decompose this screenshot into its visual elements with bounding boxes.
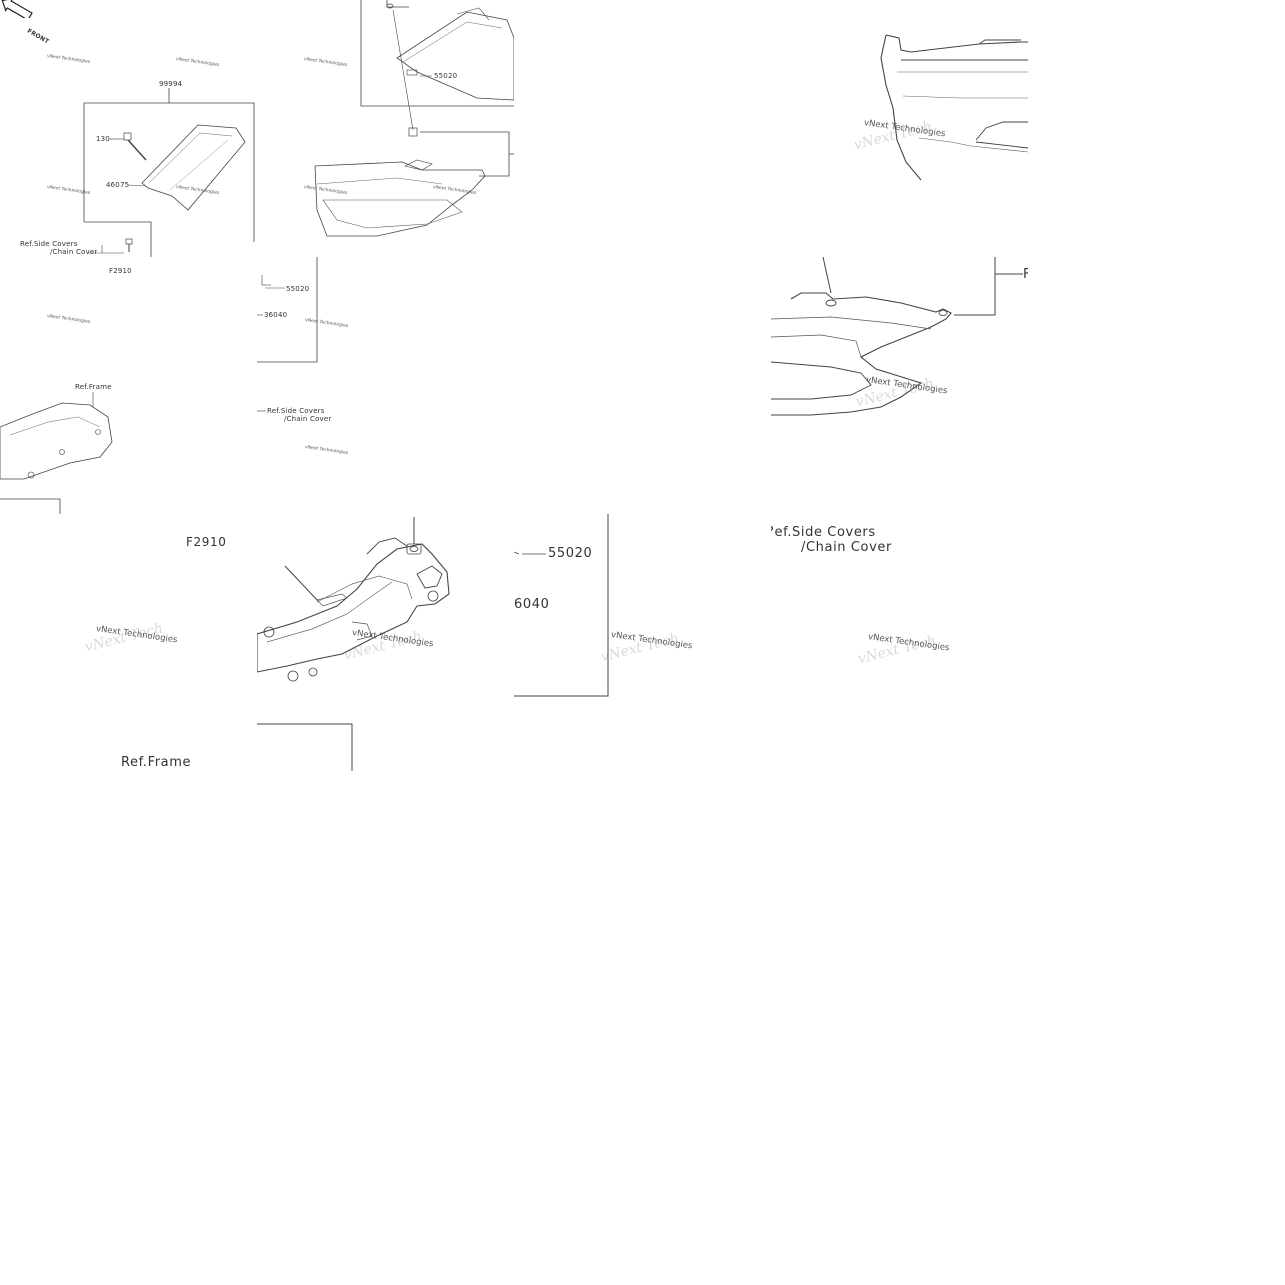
label-55020-mid: 55020 — [286, 285, 310, 293]
diagram-tile-zoom-frame: vNext Tech vNext Technologies — [257, 514, 514, 771]
seat-cowl-drawing — [314, 0, 514, 237]
label-36040-zoom: 6040 — [514, 597, 550, 612]
label-99994: 99994 — [159, 80, 183, 88]
label-ref-frame: Ref.Frame — [121, 755, 192, 770]
label-ref-side-covers-small: Ref.Side Covers — [20, 240, 78, 248]
front-arrow-icon — [1, 0, 33, 18]
label-chain-cover-mid: /Chain Cover — [284, 415, 332, 423]
label-ref-side-covers-mid: Ref.Side Covers — [267, 407, 325, 415]
label-ref-side-covers: ?ef.Side Covers — [771, 525, 876, 540]
diagram-tile-overview: FRONT 99994 130 46075 Ref.Side Covers /C… — [0, 0, 257, 257]
label-chain-cover: /Chain Cover — [801, 540, 892, 555]
diagram-tile-zoom-tail-upper: vNext Tech vNext Technologies — [771, 0, 1028, 257]
frame-zoom-drawing — [257, 517, 450, 771]
tail-upper-zoom-drawing — [880, 34, 1028, 181]
label-36040-mid: 36040 — [264, 311, 288, 319]
label-chain-cover-small: /Chain Cover — [50, 248, 98, 256]
label-46075: 46075 — [106, 181, 130, 189]
diagram-tile-zoom-labels: 55020 6040 vNext Tech vNext Technologies — [514, 514, 771, 771]
overview-drawing — [83, 88, 255, 257]
tail-lower-zoom-drawing — [771, 257, 1023, 416]
label-f2910-small: F2910 — [109, 267, 132, 275]
label-f2910: F2910 — [186, 535, 227, 549]
labels-small-drawing — [257, 257, 318, 412]
label-130: 130 — [96, 135, 110, 143]
diagram-tile-labels-small: 55020 36040 Ref.Side Covers /Chain Cover… — [257, 257, 514, 514]
diagram-tile-frame-small: F2910 Ref.Frame vNext Technologies — [0, 257, 257, 514]
diagram-tile-zoom-f2910: F2910 Ref.Frame vNext Tech vNext Technol… — [0, 514, 257, 771]
label-55020-zoom: 55020 — [548, 546, 593, 561]
labels-zoom-drawing — [514, 514, 609, 697]
diagram-tile-zoom-tail-lower: F vNext Tech vNext Technologies — [771, 257, 1028, 514]
label-ref-frame-small: Ref.Frame — [75, 383, 112, 391]
diagram-tile-seat-cowl: 55020 vNext Technologies vNext Technolog… — [257, 0, 514, 257]
frame-small-drawing — [0, 392, 113, 514]
diagram-tile-zoom-side-covers: ?ef.Side Covers /Chain Cover vNext Tech … — [771, 514, 1028, 771]
label-55020-top: 55020 — [434, 72, 458, 80]
label-cropped-r: F — [1023, 267, 1028, 282]
